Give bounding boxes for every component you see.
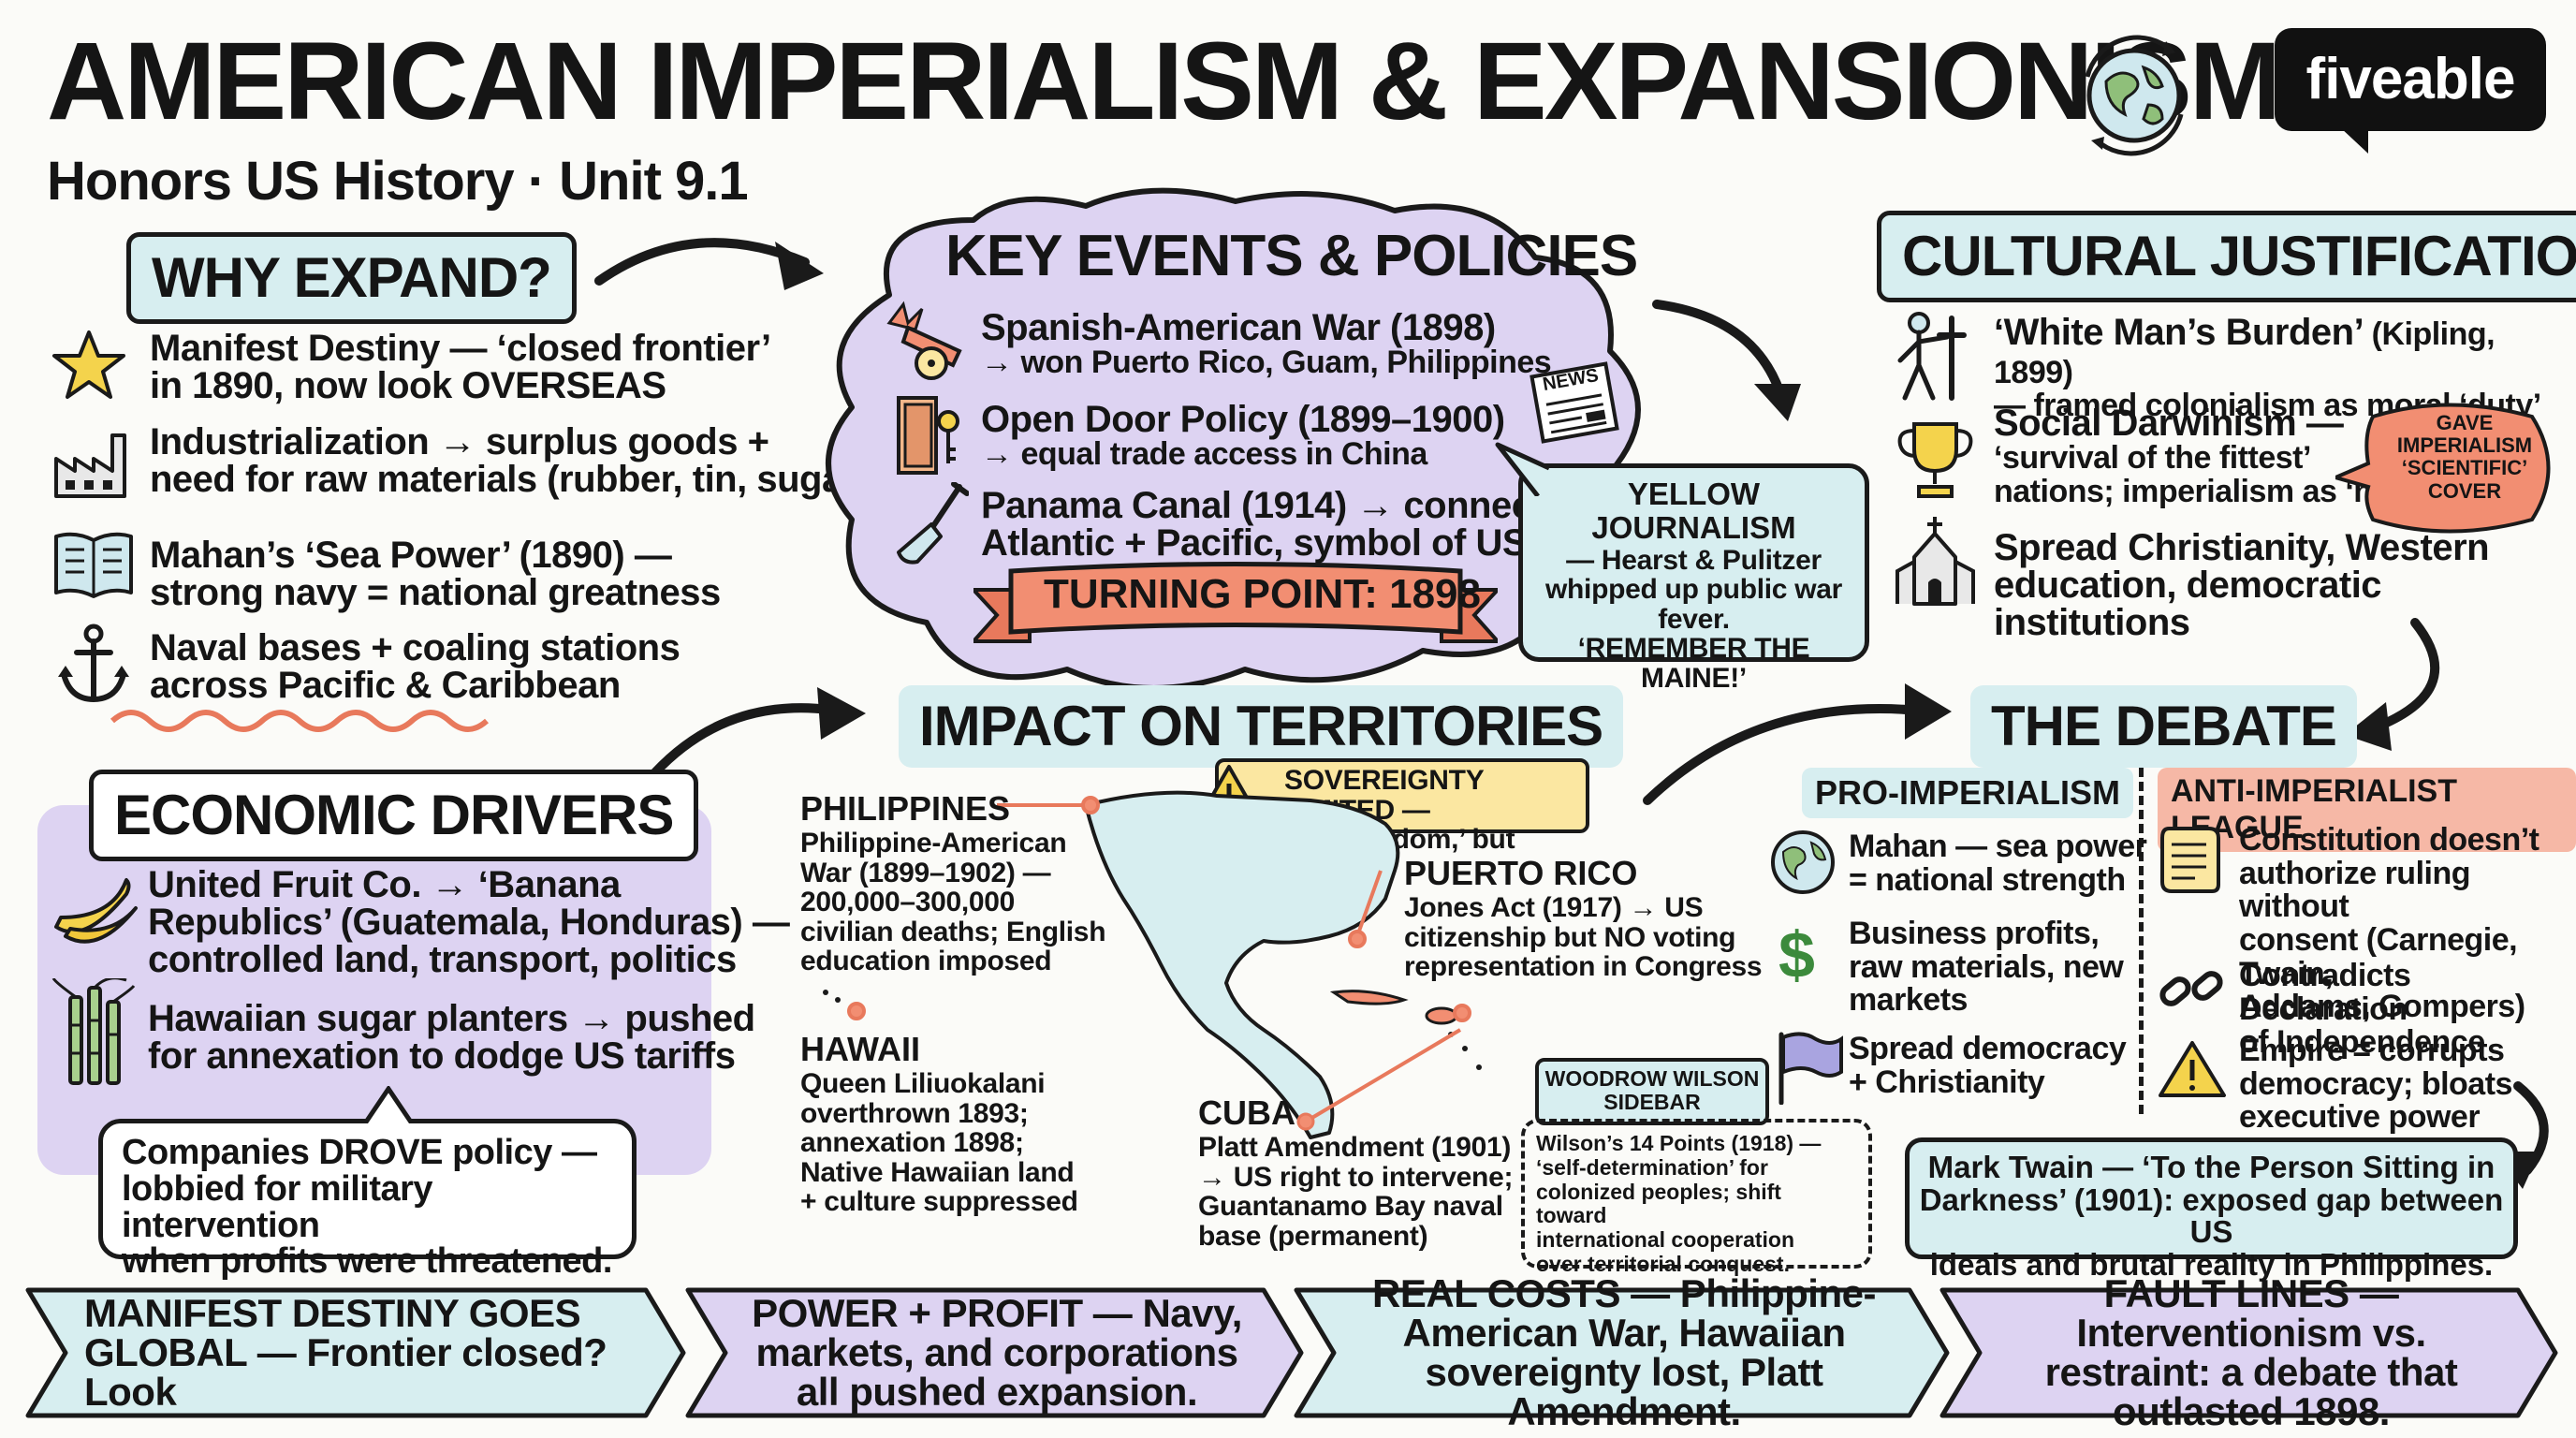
- scientific-cover-bubble: [2335, 403, 2551, 534]
- trophy-icon: [1897, 422, 1973, 498]
- debate-heading: THE DEBATE: [1970, 685, 2357, 768]
- pro-imperialism-heading: PRO-IMPERIALISM: [1802, 768, 2134, 818]
- cannon-icon: [886, 301, 962, 380]
- door-key-icon: [897, 396, 959, 475]
- shovel-icon: [897, 482, 969, 565]
- debate-divider: [2139, 768, 2144, 1114]
- footer-shape-1: [25, 1287, 686, 1418]
- arrow-debate-to-twain: [2513, 1081, 2549, 1175]
- event-spanish-american-war: Spanish-American War (1898)→ won Puerto …: [981, 307, 1552, 380]
- companies-callout: Companies DROVE policy —lobbied for mili…: [98, 1119, 637, 1280]
- anchor-icon: [58, 624, 129, 703]
- banana-icon: [54, 878, 138, 944]
- turning-point-banner-ribbon: [973, 562, 1498, 643]
- globe-icon: [1771, 830, 1835, 894]
- broken-chain-icon: [2159, 971, 2223, 1006]
- footer-real-costs: REAL COSTS — Philippine-American War, Ha…: [1372, 1271, 1876, 1433]
- page-title: AMERICAN IMPERIALISM & EXPANSIONISM: [47, 20, 2281, 143]
- newspaper-icon: [1530, 361, 1619, 444]
- footer-shape-3: [1294, 1287, 1950, 1418]
- key-events-heading: KEY EVENTS & POLICIES: [945, 224, 1638, 288]
- why-item-manifest: Manifest Destiny — ‘closed frontier’in 1…: [150, 328, 771, 406]
- yellow-bubble-tail: [1495, 442, 1549, 496]
- pro-mahan: Mahan — sea power= national strength: [1849, 829, 2147, 898]
- event-open-door: Open Door Policy (1899–1900)→ equal trad…: [981, 399, 1505, 472]
- map-americas: [1084, 790, 1482, 1139]
- territories-heading: IMPACT ON TERRITORIES: [899, 685, 1624, 768]
- callout-tail: [362, 1086, 415, 1123]
- cultural-heading: CULTURAL JUSTIFICATIONS: [1877, 211, 2576, 302]
- arrow-why-to-events: [594, 238, 810, 286]
- church-icon: [1895, 517, 1975, 606]
- footer-shape-4: [1939, 1287, 2558, 1418]
- anti-imperialist-heading: ANTI-IMPERIALIST LEAGUE: [2158, 768, 2576, 852]
- logo-speech-tail: [2340, 127, 2368, 154]
- arrow-events-to-cultural: [1652, 300, 1788, 407]
- star-icon: [52, 330, 125, 399]
- wilson-sidebar: Wilson’s 14 Points (1918) —‘self-determi…: [1521, 1119, 1872, 1276]
- why-item-industrialization: Industrialization → surplus goods +need …: [150, 421, 869, 500]
- footer-fault-lines: FAULT LINES — Interventionism vs. restra…: [2044, 1271, 2458, 1433]
- book-icon: [54, 532, 133, 598]
- factory-icon: [54, 433, 126, 498]
- brand-logo[interactable]: fiveable: [2275, 28, 2546, 131]
- dollar-icon: $: [1778, 918, 1815, 991]
- page-subtitle: Honors US History · Unit 9.1: [47, 151, 749, 212]
- globe-arrows-icon: [2085, 35, 2184, 156]
- footer-shape-2: [685, 1287, 1304, 1418]
- yellow-journalism-bubble: YELLOW JOURNALISM — Hearst & Pulitzer wh…: [1518, 463, 1869, 693]
- warning-icon: [2159, 1041, 2226, 1097]
- flag-icon: [1778, 1032, 1843, 1105]
- person-cross-icon: [1897, 312, 1967, 401]
- turning-point-banner: TURNING POINT: 1898: [1044, 571, 1481, 617]
- sugarcane-icon: [51, 978, 136, 1085]
- territory-cuba: CUBA Platt Amendment (1901)→ US right to…: [1198, 1093, 1514, 1252]
- footer-arrows: [25, 1287, 2558, 1418]
- pro-democracy: Spread democracy+ Christianity: [1849, 1031, 2127, 1100]
- arrow-economic-to-territories: [651, 703, 847, 777]
- footer-power-profit: POWER + PROFIT — Navy, markets, and corp…: [752, 1291, 1242, 1414]
- economic-drivers-heading: ECONOMIC DRIVERS: [89, 770, 699, 861]
- scroll-icon: [2160, 827, 2220, 893]
- why-expand-heading: WHY EXPAND?: [126, 232, 577, 324]
- why-item-mahan: Mahan’s ‘Sea Power’ (1890) —strong navy …: [150, 535, 721, 613]
